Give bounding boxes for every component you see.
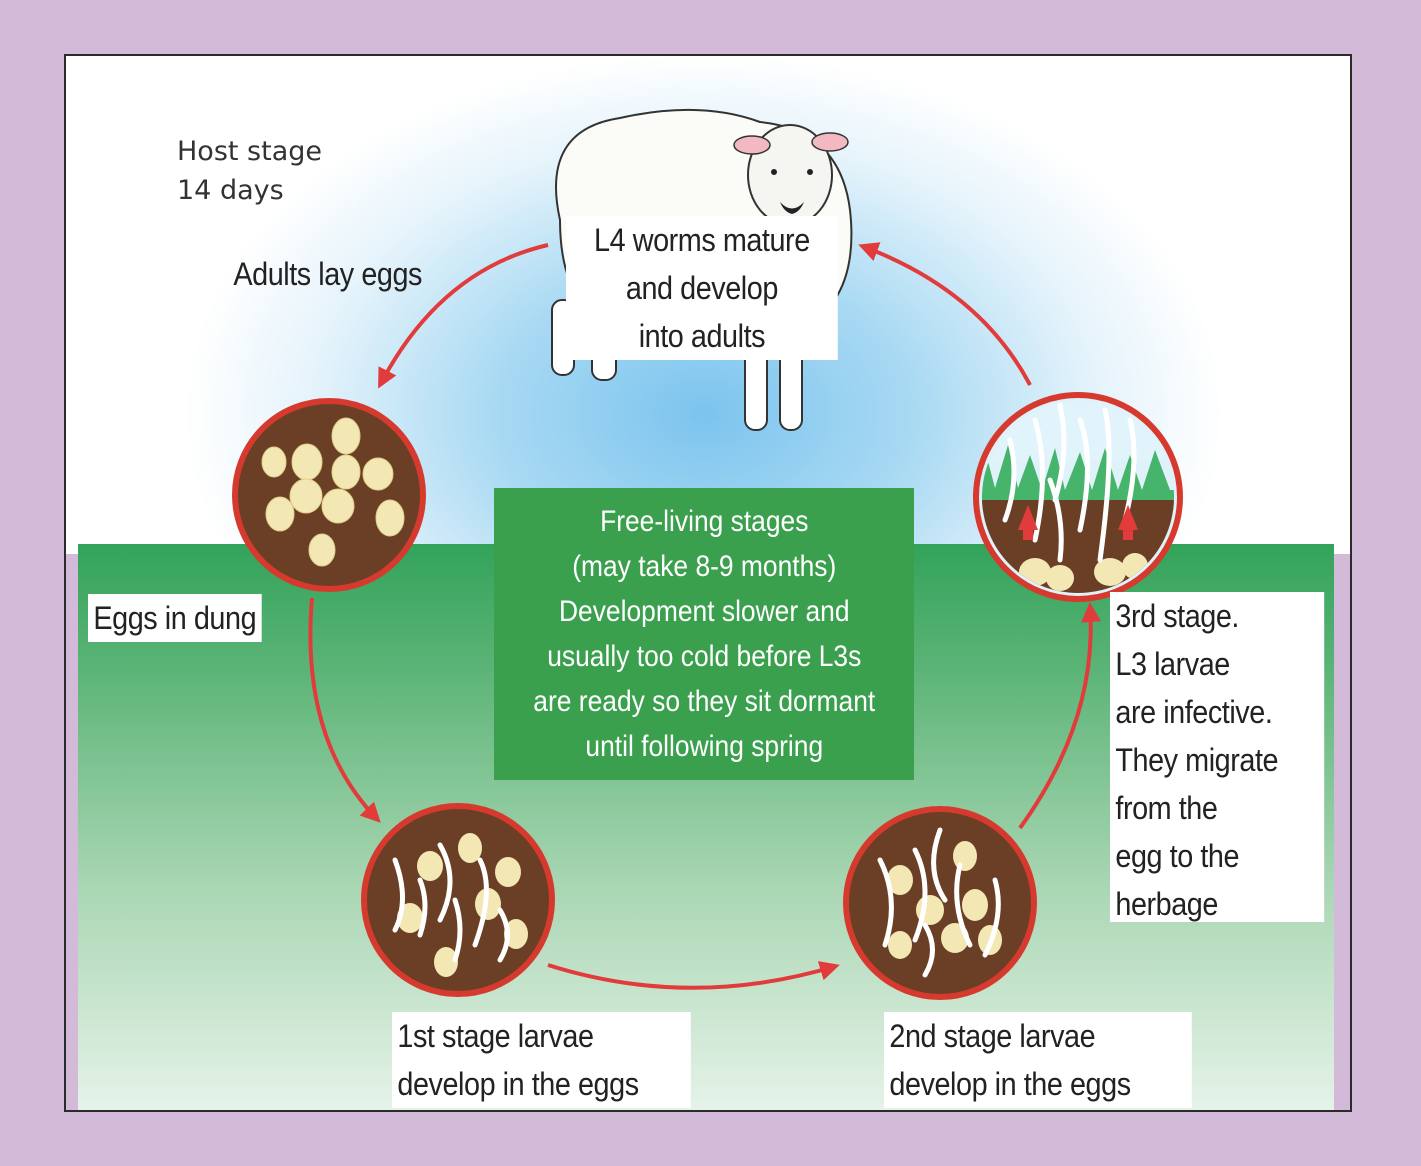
- arrow-eggs-to-l1: [310, 598, 378, 820]
- adults-lay-eggs-label: Adults lay eggs: [228, 250, 427, 298]
- arrow-l3-to-host: [862, 246, 1030, 385]
- second-stage-label: 2nd stage larvae develop in the eggs: [884, 1012, 1192, 1108]
- host-stage-label: Host stage 14 days: [177, 132, 322, 210]
- first-stage-circle: [364, 806, 552, 994]
- eggs-in-dung-label: Eggs in dung: [88, 594, 262, 642]
- second-stage-circle: [846, 809, 1034, 997]
- first-stage-label: 1st stage larvae develop in the eggs: [392, 1012, 691, 1108]
- third-stage-label: 3rd stage. L3 larvae are infective. They…: [1110, 592, 1324, 922]
- third-stage-circle: [970, 395, 1190, 610]
- l4-mature-label: L4 worms mature and develop into adults: [566, 216, 838, 360]
- arrow-l1-to-l2: [548, 965, 836, 988]
- free-living-box: Free-living stages (may take 8-9 months)…: [494, 488, 914, 780]
- eggs-circle: [235, 401, 423, 589]
- free-living-text: Free-living stages (may take 8-9 months)…: [533, 499, 875, 769]
- arrow-l2-to-l3: [1020, 606, 1091, 828]
